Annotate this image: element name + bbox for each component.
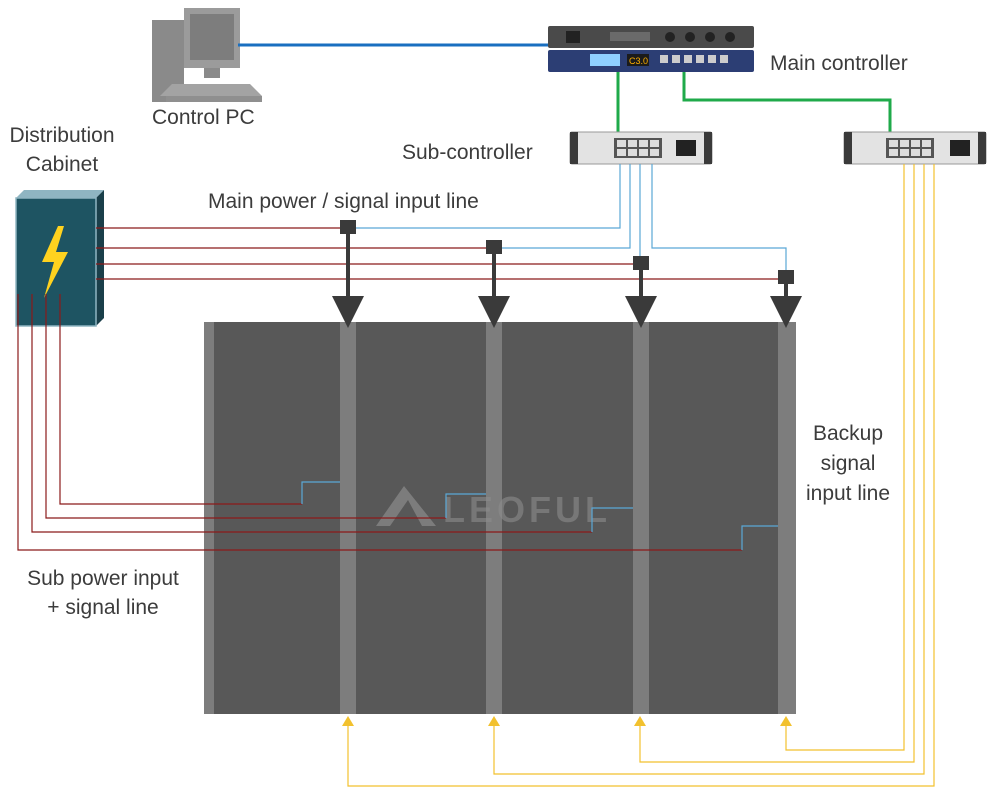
sub-power-label-1: Sub power input bbox=[27, 567, 179, 590]
watermark-text: LEOFUL bbox=[443, 489, 611, 530]
backup-arrows bbox=[342, 716, 792, 726]
sub-power-label-2: + signal line bbox=[47, 596, 159, 619]
backup-signal-label-3: input line bbox=[805, 482, 891, 505]
screen-bar-4 bbox=[778, 322, 796, 714]
backup-signal-lines bbox=[347, 164, 935, 787]
distribution-cabinet-icon bbox=[15, 190, 104, 327]
sub-controller-label: Sub-controller bbox=[402, 141, 533, 164]
controller-display-text: C3.0 bbox=[629, 56, 648, 66]
leoful-logo-mark bbox=[376, 486, 436, 526]
main-controller-label: Main controller bbox=[770, 52, 908, 75]
main-power-signal-label: Main power / signal input line bbox=[208, 190, 479, 213]
screen-bar-3 bbox=[633, 322, 649, 714]
sub-controller-right-icon bbox=[843, 131, 987, 165]
main-signal-lines bbox=[356, 164, 787, 276]
network-link-sub-right bbox=[682, 72, 892, 138]
distribution-cabinet-label-2: Cabinet bbox=[25, 153, 99, 176]
sub-controller-left-icon bbox=[569, 131, 713, 165]
backup-signal-label-2: signal bbox=[820, 452, 876, 475]
main-input-connectors bbox=[332, 220, 802, 328]
main-controller-icon: C3.0 bbox=[548, 26, 754, 72]
backup-signal-label-1: Backup bbox=[812, 422, 884, 445]
distribution-cabinet-label-1: Distribution bbox=[9, 124, 115, 147]
lightning-icon bbox=[42, 226, 68, 298]
control-pc-icon bbox=[152, 8, 262, 102]
sub-power-lines bbox=[17, 294, 742, 551]
control-pc-label: Control PC bbox=[152, 106, 255, 129]
screen-bar-2 bbox=[486, 322, 502, 714]
main-power-lines bbox=[96, 227, 778, 280]
sub-signal-lines bbox=[301, 481, 778, 550]
